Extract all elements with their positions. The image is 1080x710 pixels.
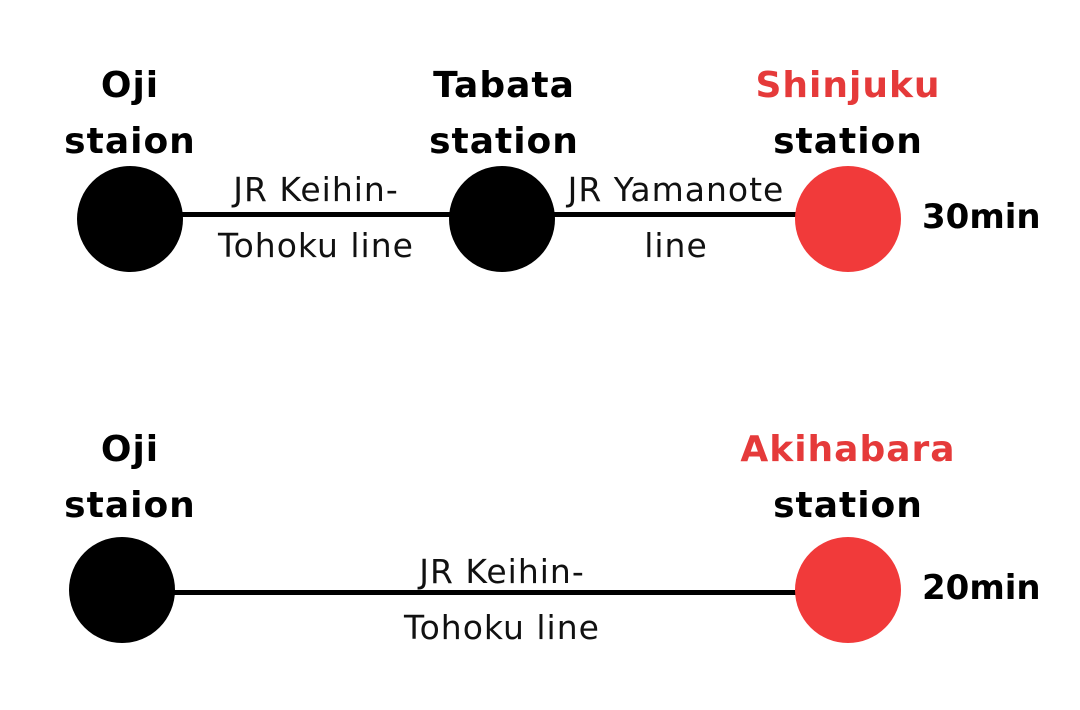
line-label-text: JR Keihin- [419, 552, 585, 591]
route-line-keihin-tohoku [130, 212, 502, 217]
station-name: Oji [100, 429, 160, 470]
station-dot-oji [77, 166, 183, 272]
station-label-shinjuku: Shinjuku station [755, 58, 940, 170]
station-label-oji: Oji staion [64, 422, 196, 534]
route-oji-to-shinjuku: Oji staion Tabata station Shinjuku stati… [0, 0, 1080, 350]
line-label-yamanote: JR Yamanote line [568, 162, 785, 274]
station-label-oji: Oji staion [64, 58, 196, 170]
station-name: Shinjuku [755, 65, 941, 106]
station-dot-oji [69, 537, 175, 643]
station-suffix: staion [64, 121, 196, 162]
travel-time: 20min [922, 568, 1041, 608]
station-dot-tabata [449, 166, 555, 272]
line-label-text: JR Keihin- [233, 170, 399, 209]
line-label-text: JR Yamanote [567, 170, 785, 209]
travel-time: 30min [922, 197, 1041, 237]
line-label-text: Tohoku line [218, 226, 414, 265]
route-oji-to-akihabara: Oji staion Akihabara station JR Keihin- … [0, 360, 1080, 710]
station-dot-akihabara [795, 537, 901, 643]
station-suffix: station [773, 485, 923, 526]
station-name: Oji [100, 65, 160, 106]
station-suffix: station [429, 121, 579, 162]
station-dot-shinjuku [795, 166, 901, 272]
station-suffix: station [773, 121, 923, 162]
station-label-akihabara: Akihabara station [740, 422, 955, 534]
line-label-keihin-tohoku: JR Keihin- Tohoku line [404, 544, 600, 656]
line-label-keihin-tohoku: JR Keihin- Tohoku line [218, 162, 414, 274]
station-label-tabata: Tabata station [429, 58, 579, 170]
line-label-text: Tohoku line [404, 608, 600, 647]
station-suffix: staion [64, 485, 196, 526]
line-label-text: line [644, 226, 708, 265]
route-line-keihin-tohoku [122, 590, 848, 595]
station-name: Tabata [433, 65, 575, 106]
station-name: Akihabara [740, 429, 956, 470]
route-line-yamanote [502, 212, 848, 217]
